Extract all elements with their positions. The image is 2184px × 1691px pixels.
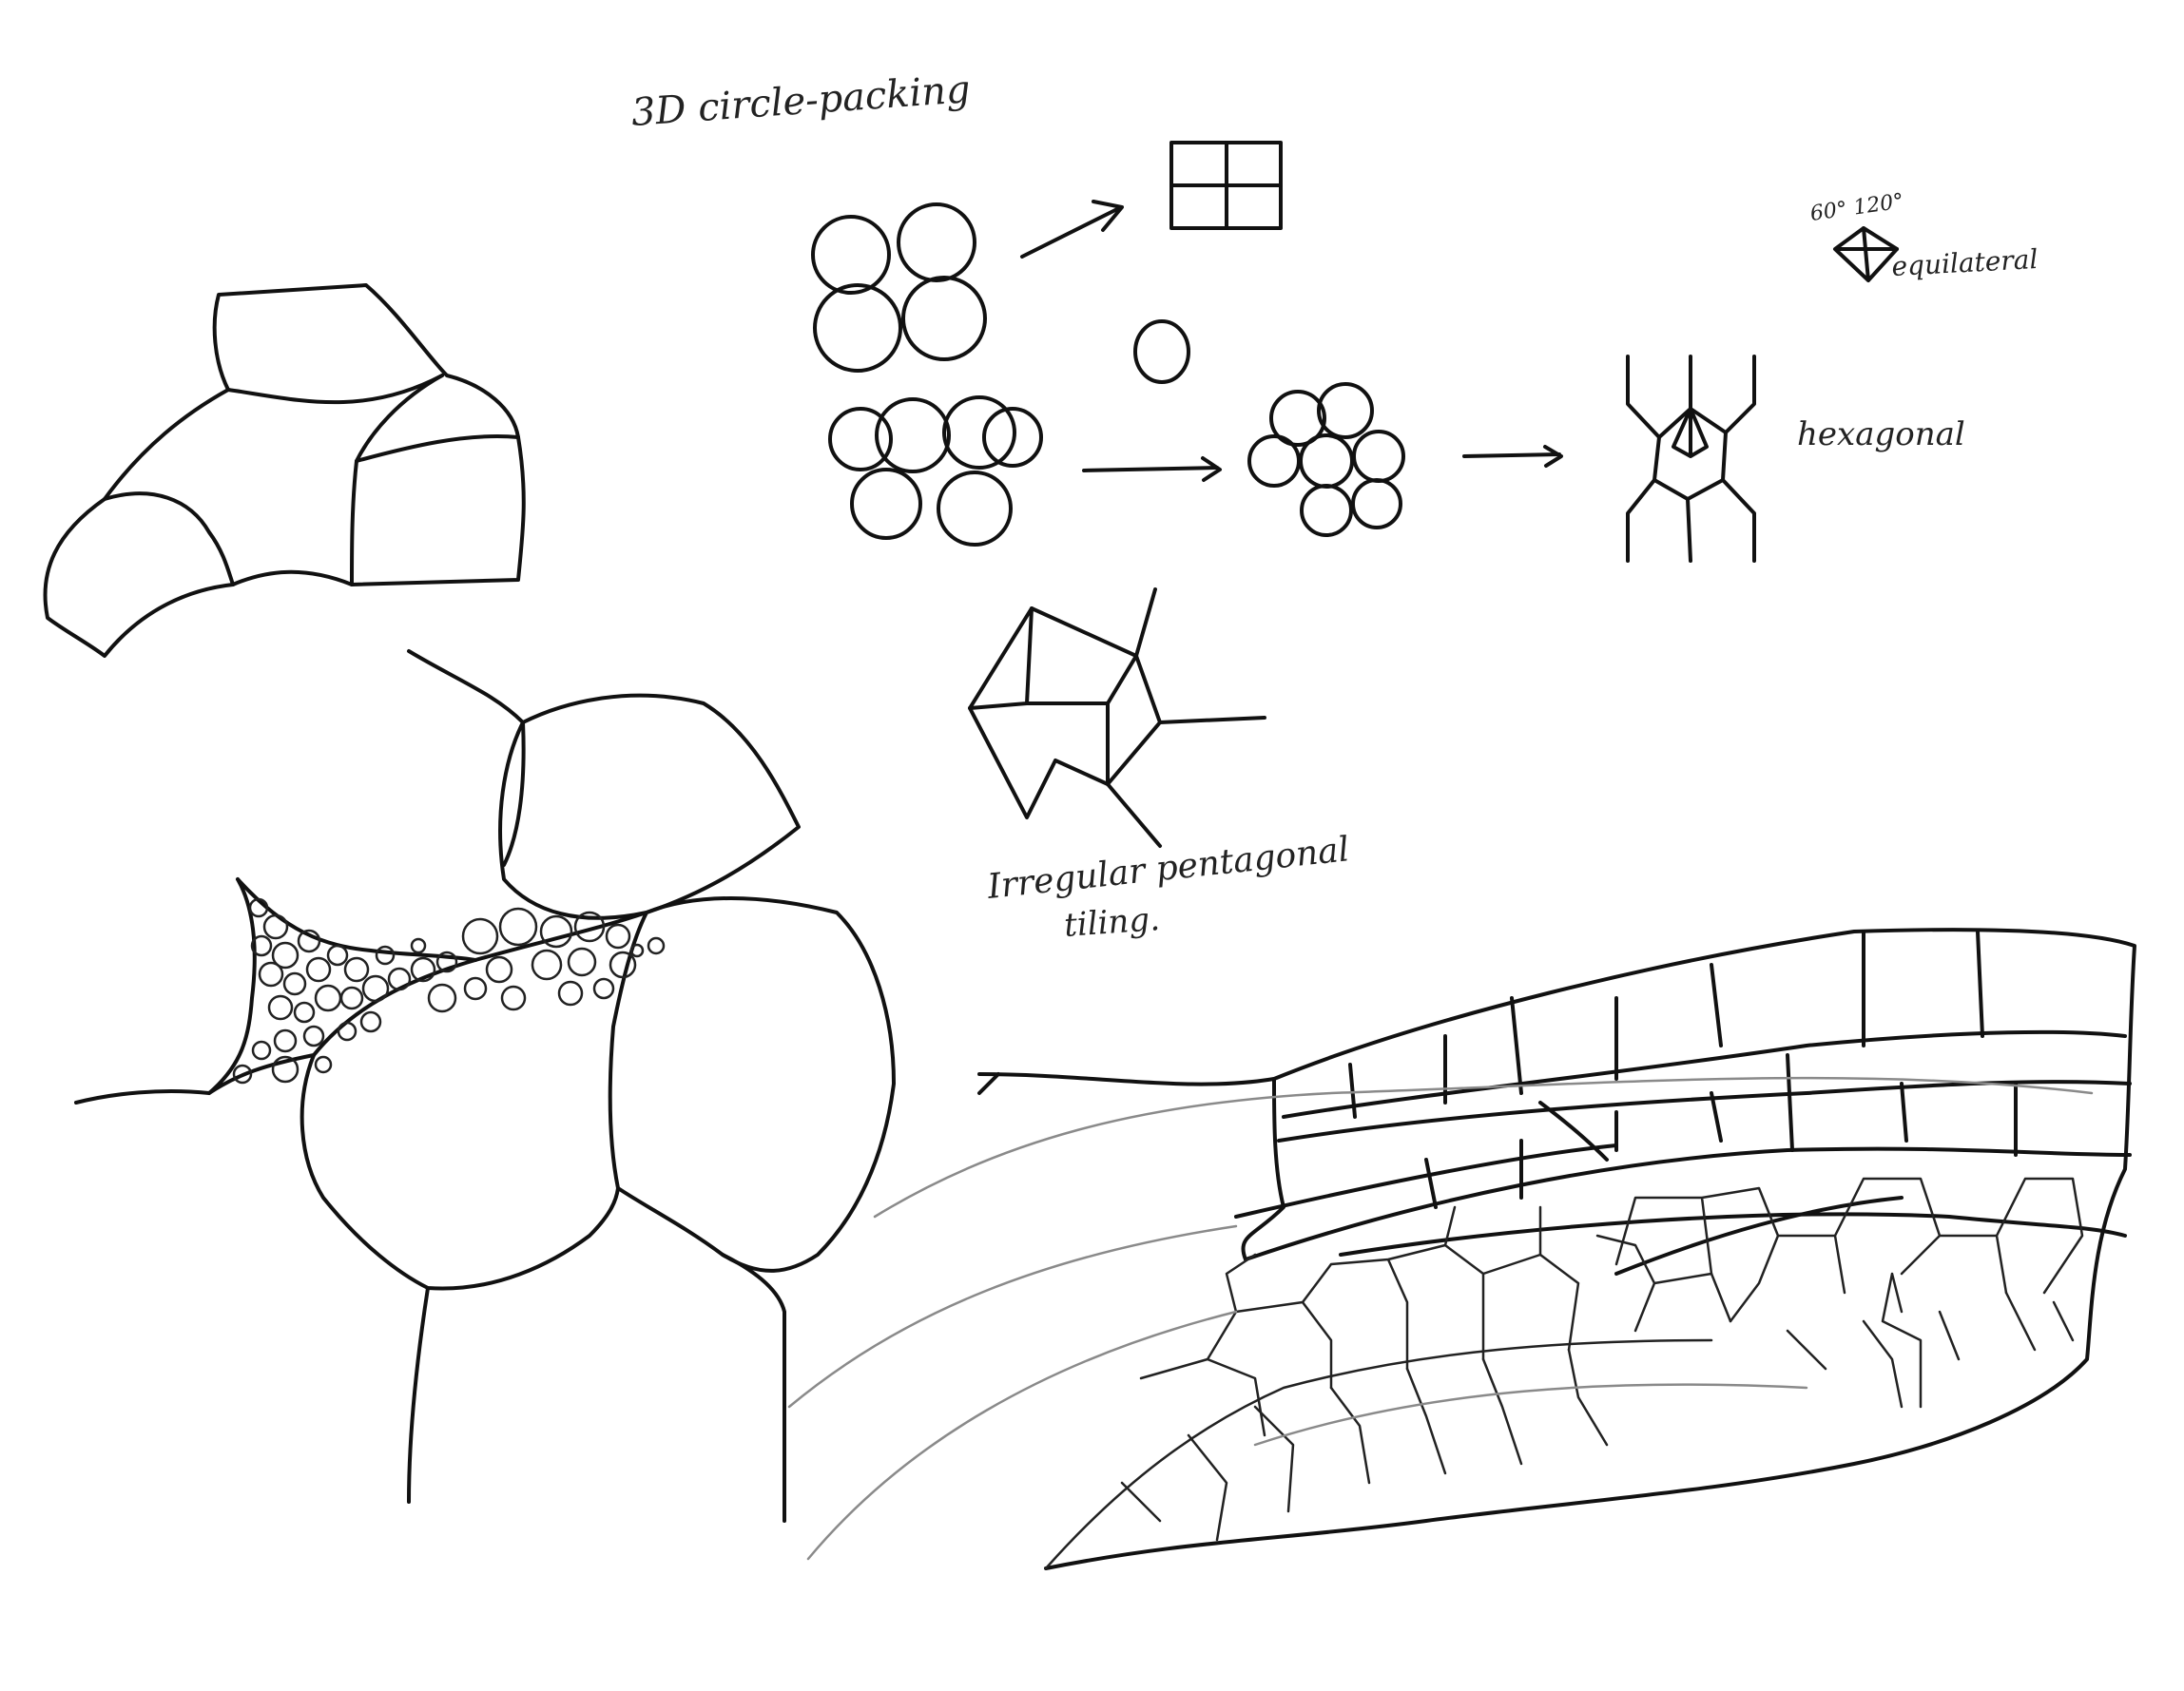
- square-packing-sketch: [811, 141, 1283, 384]
- wing-faint-veins: [787, 1076, 2094, 1561]
- angles-label: 60° 120°: [1808, 189, 1905, 226]
- pentagonal-tiling-sketch: [968, 587, 1266, 848]
- wing-venation-sketch: [787, 928, 2136, 1570]
- equilateral-label: equilateral: [1891, 243, 2039, 282]
- equilateral-sketch: [1833, 226, 1899, 282]
- cell-cluster-sketch: [43, 283, 526, 658]
- pentagonal-label-line1: Irregular pentagonal: [985, 830, 1351, 907]
- single-circle: [1133, 319, 1190, 384]
- wing-cells: [1044, 1177, 2084, 1570]
- foam-cell-sketch: [74, 649, 896, 1523]
- hex-packing-sketch: [828, 355, 1756, 563]
- pentagonal-label-line2: tiling.: [1063, 900, 1161, 945]
- hexagonal-label: hexagonal: [1797, 415, 1965, 453]
- heading-label: 3D circle-packing: [629, 67, 972, 135]
- foam-bubbles: [232, 897, 666, 1085]
